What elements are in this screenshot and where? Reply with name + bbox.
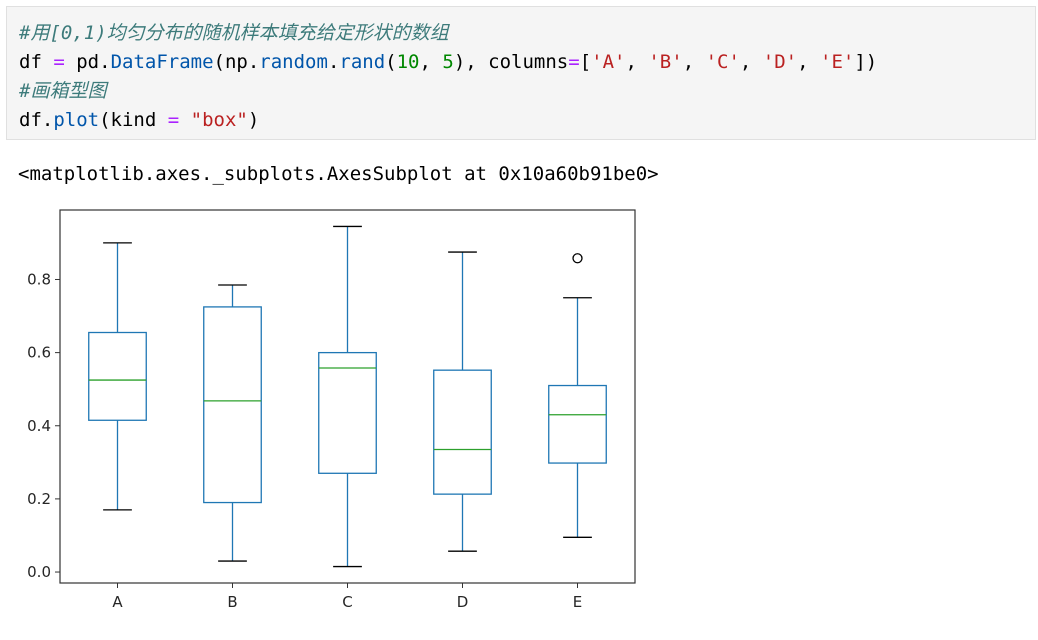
code-token: ,	[797, 51, 821, 73]
code-token: 'D'	[762, 51, 798, 73]
code-token	[179, 109, 190, 131]
y-tick-label: 0.2	[27, 490, 51, 508]
code-line-dataframe: df = pd.DataFrame(np.random.rand(10, 5),…	[19, 50, 877, 74]
y-tick-label: 0.4	[27, 417, 51, 435]
code-line-plot: df.plot(kind = "box")	[19, 108, 259, 132]
box-E	[548, 253, 607, 538]
code-token: 'E'	[820, 51, 855, 73]
code-token: ,	[739, 51, 763, 73]
x-tick-label: C	[342, 593, 352, 611]
code-token: (kind	[99, 109, 168, 131]
x-tick-label: D	[457, 593, 469, 611]
box-A	[88, 242, 147, 511]
code-token: DataFrame	[110, 51, 214, 73]
box-plot-chart: 0.0 0.2 0.4 0.6 0.8A B C D E	[27, 209, 636, 611]
iqr-box	[548, 384, 607, 464]
code-cell[interactable]: #用[0,1)均匀分布的随机样本填充给定形状的数组 df = pd.DataFr…	[6, 6, 1036, 140]
code-token: 10	[396, 51, 420, 73]
code-token: .	[41, 109, 54, 131]
box-B	[203, 284, 262, 562]
code-token: (np	[213, 51, 248, 73]
code-token: 'C'	[705, 51, 740, 73]
code-token: =	[568, 51, 580, 73]
code-token: df	[19, 51, 54, 73]
code-token: =	[167, 109, 180, 131]
code-token: random	[259, 51, 328, 73]
code-token: pd	[64, 51, 100, 73]
code-token: 'A'	[591, 51, 626, 73]
iqr-box	[433, 369, 492, 495]
iqr-box	[88, 331, 147, 421]
y-tick-label: 0.6	[27, 344, 51, 362]
code-comment-line-1: #用[0,1)均匀分布的随机样本填充给定形状的数组	[19, 22, 449, 44]
code-token: rand	[339, 51, 386, 73]
code-token: "box"	[190, 109, 248, 131]
code-token: [	[579, 51, 592, 73]
code-token: plot	[53, 109, 100, 131]
code-token: ])	[854, 51, 878, 73]
box-C	[318, 225, 377, 568]
code-token: .	[247, 51, 260, 73]
x-tick-label: E	[573, 593, 582, 611]
axes-frame	[59, 209, 636, 584]
code-token: .	[99, 51, 111, 73]
code-token: ,	[625, 51, 649, 73]
box-D	[433, 251, 492, 552]
x-tick-label: B	[227, 593, 237, 611]
x-tick-label: A	[112, 593, 123, 611]
code-token: ), columns	[453, 51, 569, 73]
y-tick-label: 0.0	[27, 563, 51, 581]
code-comment-line-2: #画箱型图	[19, 80, 107, 102]
code-token: (	[385, 51, 397, 73]
code-token: ,	[682, 51, 706, 73]
output-repr-text: <matplotlib.axes._subplots.AxesSubplot a…	[18, 163, 659, 185]
code-token: ,	[419, 51, 443, 73]
code-token: .	[327, 51, 340, 73]
code-token: )	[247, 109, 260, 131]
y-tick-label: 0.8	[27, 270, 51, 288]
outlier-point	[572, 253, 583, 264]
iqr-box	[203, 306, 262, 504]
code-token: =	[53, 51, 65, 73]
code-token: 5	[442, 51, 454, 73]
code-token: df	[19, 109, 42, 131]
plot-layer: 0.0 0.2 0.4 0.6 0.8A B C D E	[27, 225, 607, 611]
code-token: 'B'	[648, 51, 683, 73]
iqr-box	[318, 351, 377, 474]
